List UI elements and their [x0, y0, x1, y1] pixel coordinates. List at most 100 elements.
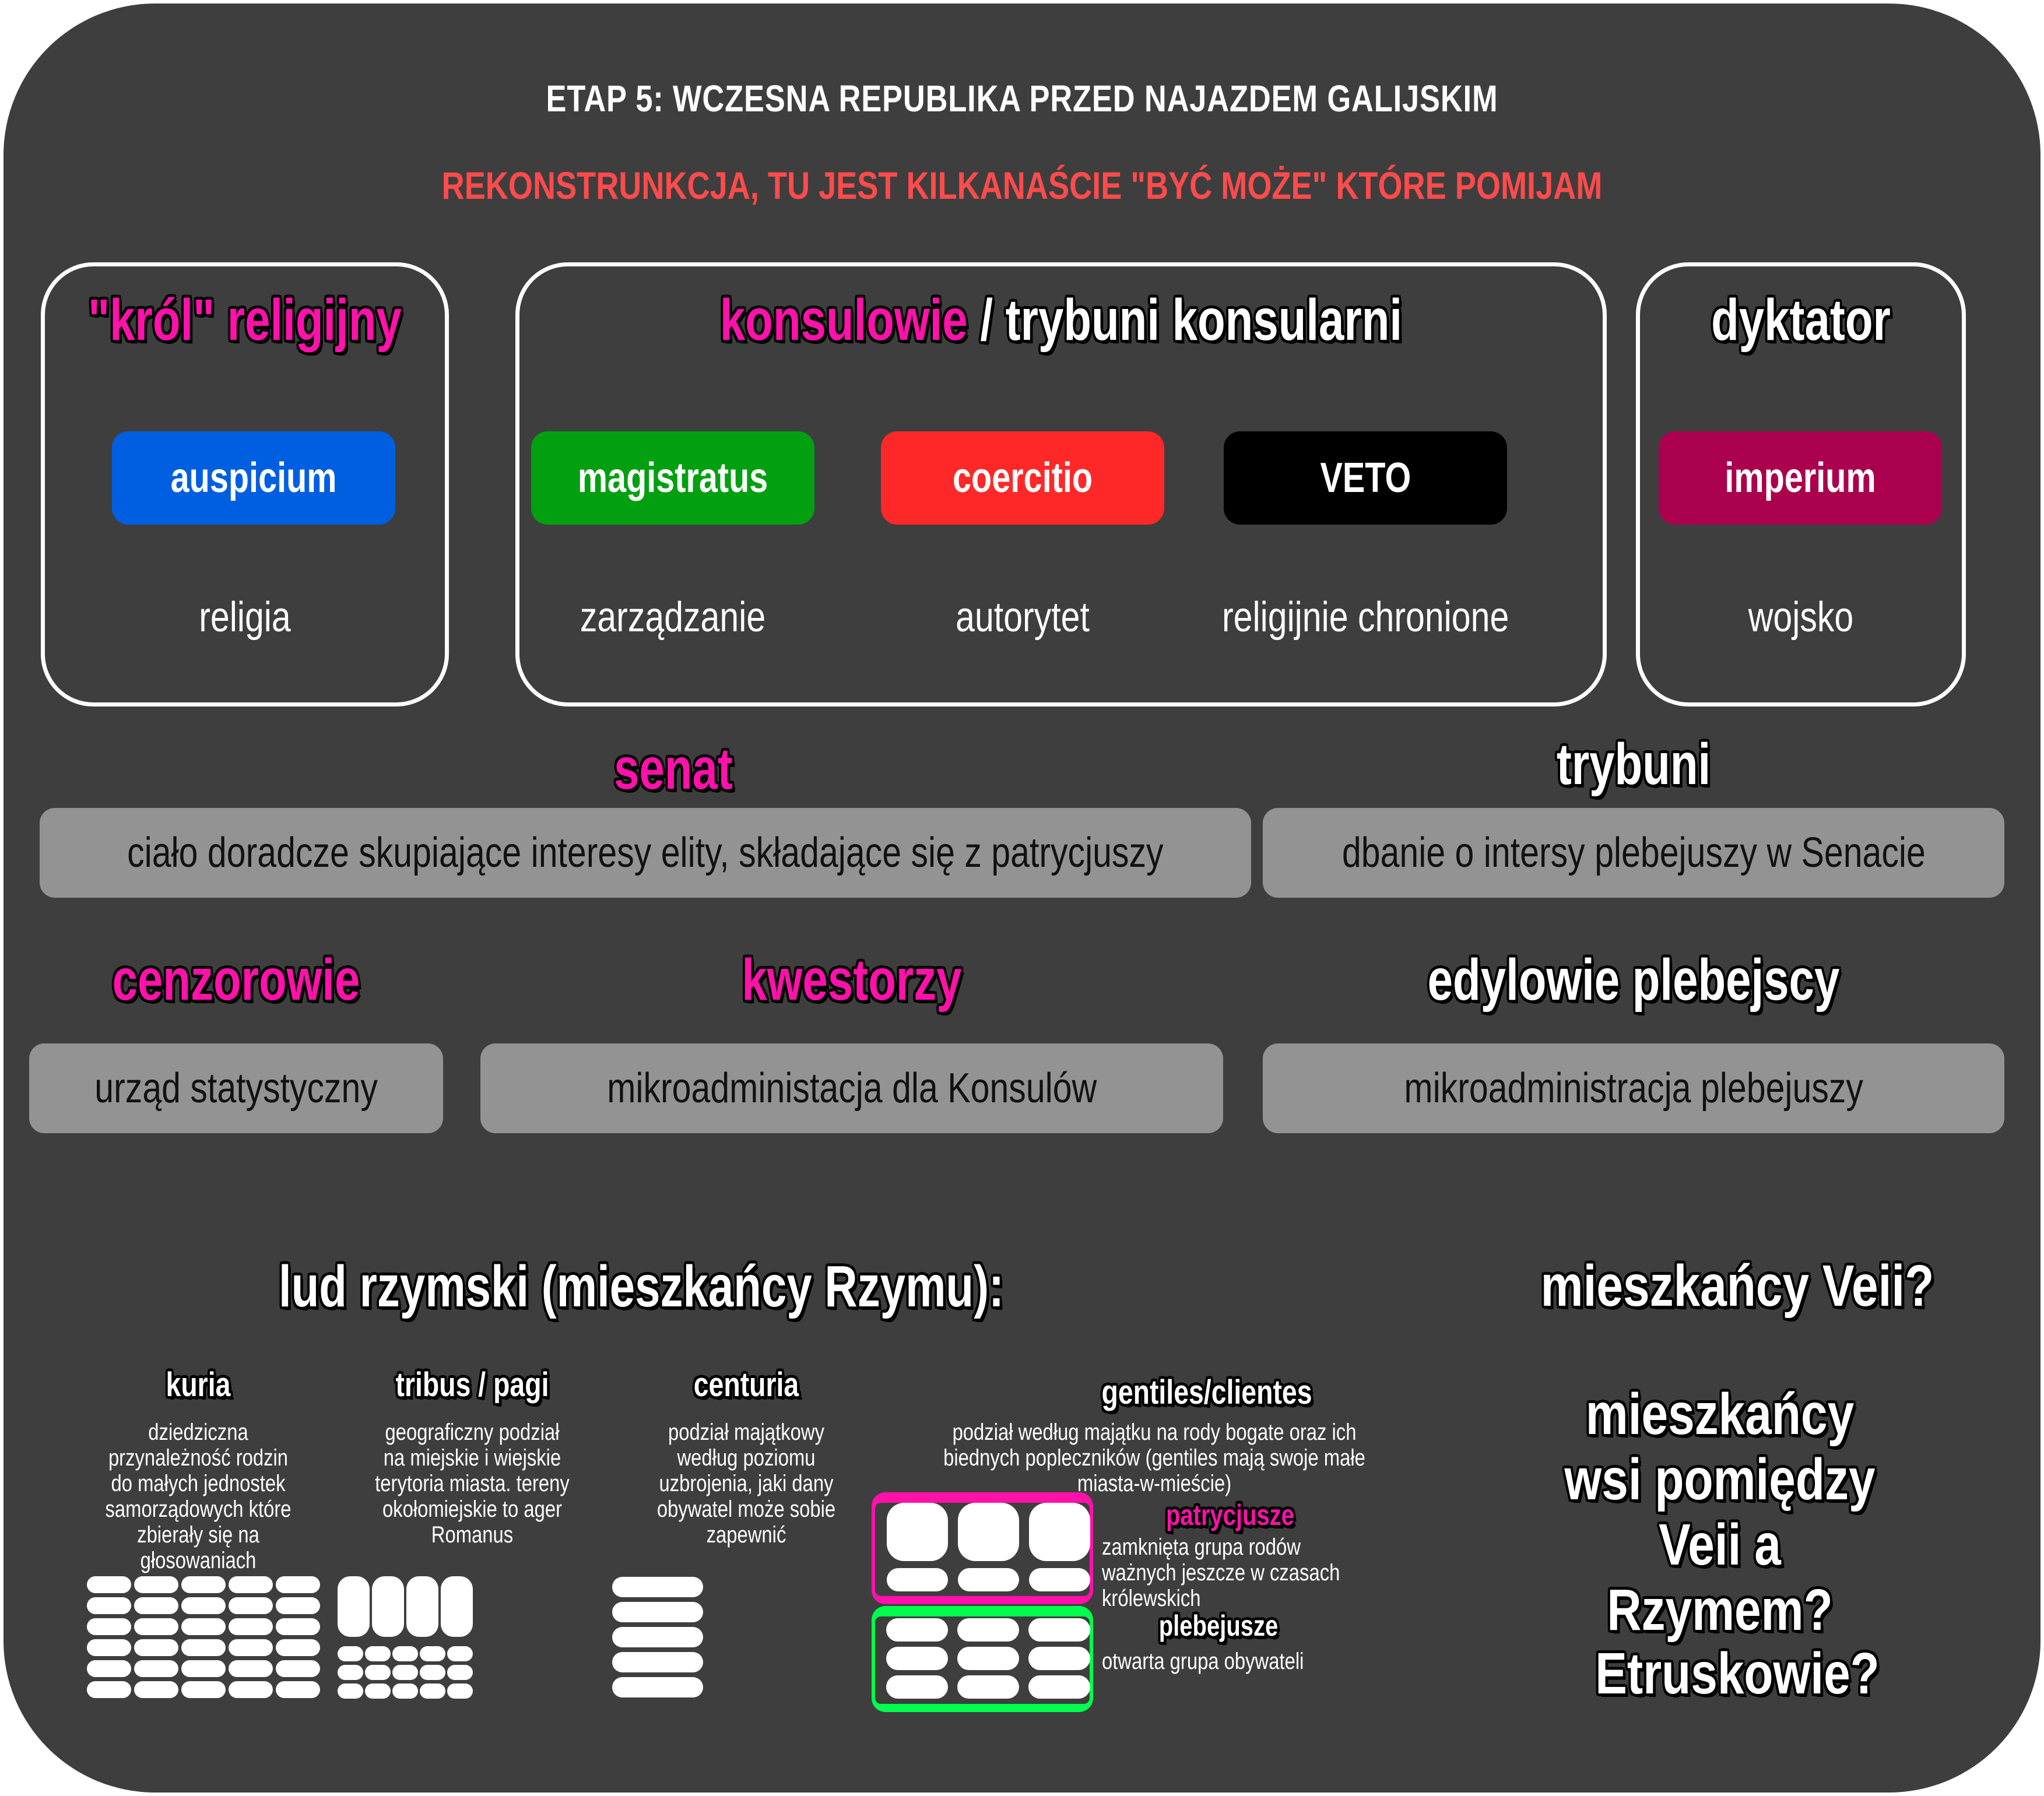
kuria-unit	[134, 1597, 178, 1614]
tribus-region	[441, 1576, 473, 1637]
kuria-unit	[276, 1639, 320, 1656]
tribus-unit	[392, 1665, 418, 1680]
tribus-unit	[365, 1646, 391, 1661]
kuria-unit	[134, 1639, 178, 1656]
kuria-unit	[134, 1681, 178, 1698]
kuria-unit	[276, 1681, 320, 1698]
tribus-unit	[365, 1683, 391, 1699]
power-label: imperium	[1725, 455, 1876, 501]
centuria-class	[612, 1577, 703, 1597]
tribus-unit	[365, 1665, 391, 1680]
institution-desc-senat: ciało doradcze skupiające interesy elity…	[40, 808, 1251, 898]
institution-title-senat: senat	[614, 736, 733, 802]
office-box-konsulowie	[515, 262, 1607, 707]
kuria-unit	[87, 1660, 131, 1677]
kuria-unit	[229, 1681, 273, 1698]
kuria-unit	[87, 1576, 131, 1593]
tribus-unit	[447, 1646, 473, 1661]
kuria-unit	[276, 1576, 320, 1593]
question-etruskowie: Etruskowie?	[1595, 1641, 1880, 1706]
desc-text: mikroadministacja dla Konsulów	[606, 1065, 1097, 1112]
tribus-unit	[338, 1646, 363, 1661]
plebeian-unit	[886, 1618, 948, 1642]
power-desc-wojsko: wojsko	[1748, 594, 1854, 641]
plebeian-unit	[886, 1647, 948, 1670]
power-label: magistratus	[577, 455, 768, 501]
tribus-unit	[447, 1683, 473, 1699]
power-label: auspicium	[170, 455, 337, 501]
kuria-unit	[276, 1597, 320, 1614]
power-desc-religijnie-chronione: religijnie chronione	[1222, 594, 1509, 641]
group-title-patrycjusze: patrycjusze	[1165, 1499, 1295, 1531]
institution-desc-edylowie: mikroadministracja plebejuszy	[1263, 1043, 2004, 1133]
tribus-region	[372, 1576, 404, 1637]
kuria-unit	[87, 1597, 131, 1614]
tribus-unit	[420, 1646, 445, 1661]
office-title-dyktator: dyktator	[1711, 287, 1891, 353]
question-wsi: mieszkańcy wsi pomiędzy Veii a Rzymem?	[1564, 1382, 1876, 1643]
kuria-unit	[229, 1576, 273, 1593]
patrician-client	[887, 1568, 948, 1591]
institution-title-trybuni: trybuni	[1556, 732, 1711, 797]
kuria-unit	[134, 1576, 178, 1593]
plebeian-unit	[1028, 1675, 1090, 1699]
kuria-unit	[181, 1597, 226, 1614]
institution-title-kwestorzy: kwestorzy	[742, 947, 962, 1013]
power-label: coercitio	[952, 455, 1093, 501]
page-subtitle: REKONSTRUNKCJA, TU JEST KILKANAŚCIE "BYĆ…	[441, 164, 1603, 207]
power-desc-autorytet: autorytet	[956, 594, 1090, 641]
kuria-unit	[134, 1618, 178, 1635]
power-desc-zarzadzanie: zarządzanie	[580, 594, 766, 641]
power-coercitio: coercitio	[881, 431, 1164, 525]
plebeian-unit	[1028, 1647, 1090, 1670]
tribus-unit	[392, 1646, 418, 1661]
group-title-plebejusze: plebejusze	[1158, 1609, 1279, 1642]
plebeian-unit	[957, 1618, 1019, 1642]
division-title-gentiles: gentiles/clientes	[1101, 1373, 1312, 1411]
tribus-unit	[392, 1683, 418, 1699]
centuria-class	[612, 1677, 703, 1697]
question-veii: mieszkańcy Veii?	[1540, 1253, 1934, 1319]
centuria-class	[612, 1652, 703, 1672]
page-title: ETAP 5: WCZESNA REPUBLIKA PRZED NAJAZDEM…	[546, 78, 1498, 120]
kuria-unit	[87, 1639, 131, 1656]
tribus-region	[338, 1576, 370, 1637]
division-desc-centuria: podział majątkowy według poziomu uzbroje…	[656, 1419, 836, 1548]
division-title-centuria: centuria	[693, 1366, 799, 1404]
desc-text: mikroadministracja plebejuszy	[1404, 1065, 1863, 1112]
tribus-unit	[338, 1683, 363, 1699]
tribus-unit	[447, 1665, 473, 1680]
kuria-unit	[87, 1681, 131, 1698]
division-title-kuria: kuria	[166, 1366, 231, 1404]
office-box-dyktator	[1636, 262, 1966, 707]
title-separator: /	[967, 287, 1006, 353]
plebeian-unit	[886, 1675, 948, 1699]
institution-title-edylowie: edylowie plebejscy	[1427, 947, 1840, 1013]
centuria-class	[612, 1602, 703, 1622]
division-desc-gentiles: podział według majątku na rody bogate or…	[943, 1419, 1365, 1496]
tribus-unit	[420, 1683, 445, 1699]
power-auspicium: auspicium	[112, 431, 395, 525]
office-title-konsulowie: konsulowie / trybuni konsularni	[635, 287, 1487, 354]
kuria-unit	[229, 1660, 273, 1677]
title-konsulowie: konsulowie	[719, 287, 968, 353]
tribus-unit	[338, 1665, 363, 1680]
institution-title-cenzorowie: cenzorowie	[112, 947, 360, 1013]
power-veto: VETO	[1224, 431, 1507, 525]
kuria-unit	[181, 1618, 226, 1635]
tribus-unit	[420, 1665, 445, 1680]
patrician-client	[1029, 1568, 1090, 1591]
desc-text: ciało doradcze skupiające interesy elity…	[127, 830, 1164, 876]
kuria-unit	[181, 1660, 226, 1677]
people-heading: lud rzymski (mieszkańcy Rzymu):	[278, 1254, 1005, 1319]
patrician-family	[887, 1503, 948, 1561]
desc-text: dbanie o intersy plebejuszy w Senacie	[1341, 830, 1926, 876]
power-label: VETO	[1320, 455, 1411, 501]
kuria-unit	[87, 1618, 131, 1635]
office-box-krol	[41, 262, 449, 707]
division-title-tribus: tribus / pagi	[395, 1366, 549, 1404]
plebeian-unit	[1028, 1618, 1090, 1642]
kuria-unit	[181, 1576, 226, 1593]
kuria-unit	[229, 1639, 273, 1656]
kuria-unit	[181, 1681, 226, 1698]
